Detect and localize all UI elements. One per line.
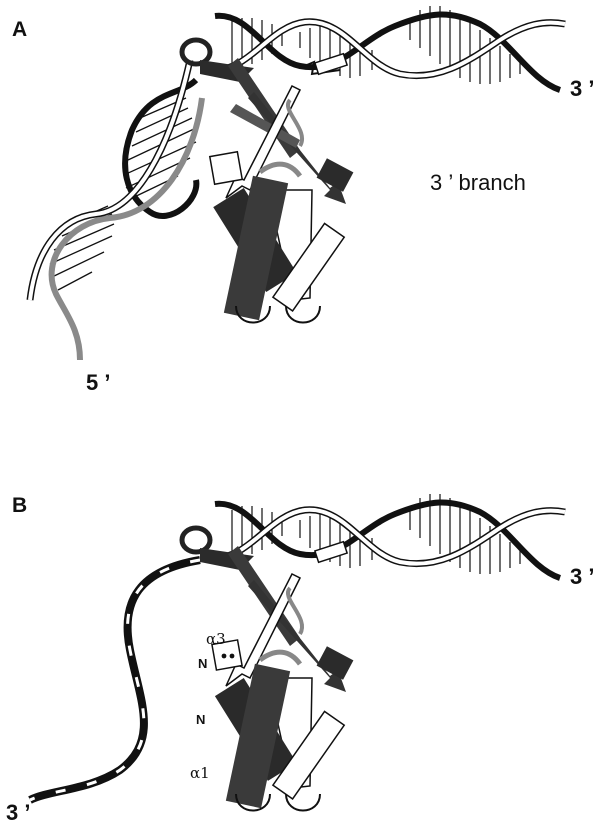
panel-a-connector [260, 164, 300, 176]
panel-a-helix-small [210, 152, 242, 184]
panel-b-end-right-label: 3 ’ [570, 564, 594, 589]
panel-b-flap-dots [30, 560, 200, 800]
panel-b-terminus-lower-label: N [196, 712, 205, 727]
panel-b-right-duplex [215, 494, 565, 578]
panel-b-terminus-upper-label: N [198, 656, 207, 671]
panel-b-right-strand-dark [215, 502, 560, 578]
panel-a: A [12, 6, 594, 395]
panel-b-helix-dark-small [317, 646, 354, 680]
panel-b-right-duplex-rungs [232, 494, 520, 574]
panel-b-alpha3-dot-2 [230, 654, 235, 659]
panel-b-connector [260, 652, 300, 664]
panel-a-right-strand-dark [215, 14, 560, 90]
panel-b-helix-lower-label: α1 [190, 764, 210, 782]
panel-a-helix-dark-small [317, 158, 354, 192]
panel-a-end-right-label: 3 ’ [570, 76, 594, 101]
panel-b-flap-dark [30, 560, 200, 800]
panel-b-single-strand [30, 560, 200, 800]
panel-a-label: A [12, 18, 27, 41]
panel-a-branch-note: 3 ’ branch [430, 170, 526, 195]
panel-b: B [6, 494, 594, 825]
panel-a-protein [182, 40, 353, 323]
panel-a-right-duplex [215, 6, 565, 90]
panel-b-label: B [12, 494, 27, 517]
panel-b-loop [182, 528, 210, 552]
panel-b-helix-upper-label: α3 [206, 630, 226, 648]
panel-b-alpha3-dot-1 [222, 654, 227, 659]
panel-a-right-duplex-rungs [232, 6, 520, 84]
panel-a-loop [182, 40, 210, 64]
panel-b-end-left-label: 3 ’ [6, 800, 30, 825]
panel-a-left-duplex [30, 60, 202, 360]
panel-a-end-left-label: 5 ’ [86, 370, 110, 395]
